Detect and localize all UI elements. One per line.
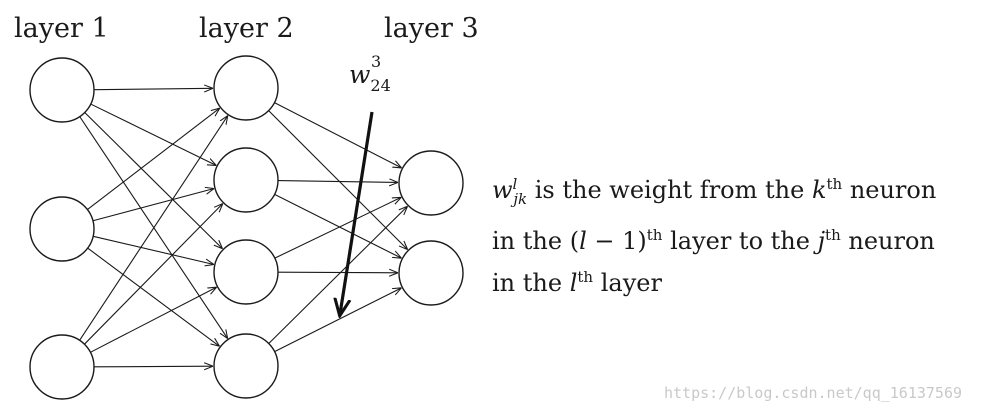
layer-3-label: layer 3 <box>384 13 479 44</box>
neuron-layer3-2 <box>398 240 464 306</box>
connection-l2n1-l3n2 <box>268 110 408 250</box>
neuron-layer2-1 <box>213 55 279 121</box>
caption-line-2: in the (l − 1)th layer to the jth neuron <box>492 225 935 255</box>
watermark: https://blog.csdn.net/qq_16137569 <box>664 384 963 402</box>
connection-l1n3-l2n1 <box>79 116 228 341</box>
weight-symbol: w <box>349 60 371 89</box>
connection-l2n3-l3n1 <box>274 197 401 259</box>
weight-subscript: 24 <box>370 76 391 95</box>
connection-l1n2-l2n2 <box>92 188 214 222</box>
neuron-layer2-3 <box>213 239 279 305</box>
caption-line-1: wljk is the weight from the kth neuron <box>492 175 937 208</box>
caption: wljk is the weight from the kth neuron i… <box>492 166 936 301</box>
neuron-layer1-1 <box>29 57 95 123</box>
neurons <box>29 55 464 400</box>
connections <box>79 88 408 367</box>
neuron-layer1-2 <box>29 196 95 262</box>
connection-l1n1-l2n1 <box>93 88 213 89</box>
connection-l1n2-l2n3 <box>93 235 214 264</box>
caption-line-3: in the lth layer <box>492 267 662 297</box>
connection-l2n2-l3n1 <box>277 181 398 183</box>
connection-l1n3-l2n4 <box>93 366 213 367</box>
neuron-layer1-3 <box>29 334 95 400</box>
connection-l2n4-l3n2 <box>274 288 402 353</box>
connection-l2n1-l3n1 <box>274 102 401 168</box>
connection-l1n1-l2n2 <box>90 103 217 165</box>
layer-2-label: layer 2 <box>199 13 294 44</box>
weight-pointer-arrow <box>340 111 374 314</box>
connection-l2n4-l3n1 <box>268 206 408 344</box>
weight-superscript: 3 <box>371 52 382 71</box>
connection-l1n1-l2n3 <box>84 112 223 249</box>
neuron-layer3-1 <box>398 150 464 216</box>
connection-l1n3-l2n3 <box>90 287 216 353</box>
neuron-layer2-2 <box>213 147 279 213</box>
connection-l1n2-l2n1 <box>87 108 219 210</box>
connection-l2n2-l3n2 <box>274 193 402 258</box>
connection-l1n3-l2n2 <box>84 204 222 345</box>
layer-1-label: layer 1 <box>14 13 109 44</box>
connection-l2n3-l3n2 <box>277 272 398 273</box>
neuron-layer2-4 <box>213 333 279 399</box>
connection-l1n2-l2n4 <box>87 247 220 346</box>
